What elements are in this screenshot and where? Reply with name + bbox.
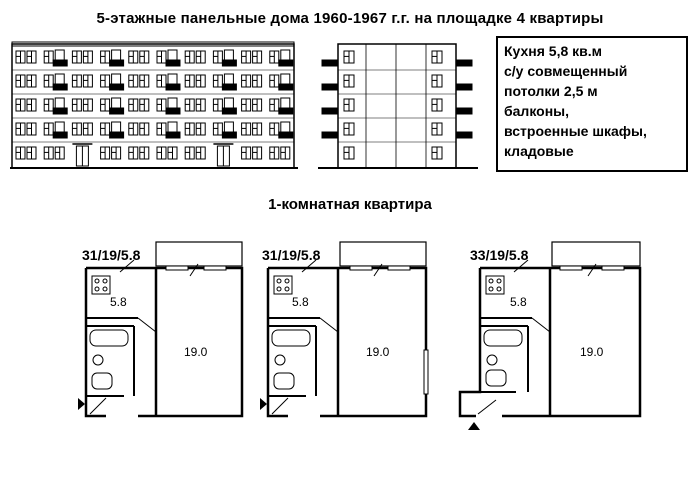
entrance-arrow	[468, 422, 480, 430]
door-swing	[319, 317, 339, 333]
balcony-rail	[455, 83, 473, 91]
balcony-rail	[52, 131, 68, 139]
window	[165, 265, 189, 271]
sink	[92, 354, 104, 366]
outer-walls	[458, 268, 482, 418]
balcony-rail	[221, 131, 237, 139]
spec-bathroom: с/у совмещенный	[504, 63, 628, 79]
entrance-arrow	[260, 398, 267, 410]
door-swing	[373, 263, 383, 277]
toilet	[273, 372, 295, 390]
balcony-rail	[165, 83, 181, 91]
room-area: 19.0	[184, 345, 208, 359]
kitchen-area: 5.8	[110, 295, 127, 309]
balcony-rail	[109, 107, 125, 115]
section-title: 1-комнатная квартира	[268, 196, 432, 213]
balcony-rail	[52, 107, 68, 115]
toilet	[91, 372, 113, 390]
door-swing	[301, 259, 317, 273]
balcony-rail	[455, 107, 473, 115]
balcony-rail	[52, 59, 68, 67]
balcony-rail	[109, 59, 125, 67]
spec-balconies: балконы,	[504, 103, 570, 119]
balcony	[339, 241, 427, 267]
balcony-rail	[109, 83, 125, 91]
bathtub	[89, 329, 129, 347]
door-swing	[119, 259, 135, 273]
spec-kitchen: Кухня 5,8 кв.м	[504, 43, 603, 59]
spec-ceilings: потолки 2,5 м	[504, 83, 598, 99]
plan-label-3: 33/19/5.8	[470, 247, 529, 263]
floor-plan-2: 31/19/5.8 5.8 19.0	[260, 241, 429, 418]
page-title: 5-этажные панельные дома 1960-1967 г.г. …	[96, 10, 604, 27]
window	[387, 265, 411, 271]
balcony-rail	[109, 131, 125, 139]
window	[559, 265, 583, 271]
balcony-rail	[278, 59, 294, 67]
balcony-rail	[278, 131, 294, 139]
toilet	[485, 369, 507, 387]
building-facade	[10, 41, 298, 169]
balcony-rail	[321, 83, 339, 91]
spec-closets: встроенные шкафы,	[504, 123, 647, 139]
stove	[485, 275, 505, 295]
specs-box: Кухня 5,8 кв.м с/у совмещенный потолки 2…	[496, 36, 688, 172]
balcony-rail	[221, 107, 237, 115]
plan-label-1: 31/19/5.8	[82, 247, 141, 263]
entrance-door	[477, 399, 497, 415]
door-swing	[587, 263, 597, 277]
balcony-rail	[321, 107, 339, 115]
side-window	[423, 349, 429, 395]
window	[601, 265, 625, 271]
balcony-rail	[321, 131, 339, 139]
balcony-rail	[221, 83, 237, 91]
plan-label-2: 31/19/5.8	[262, 247, 321, 263]
kitchen-area: 5.8	[510, 295, 527, 309]
door-swing	[513, 259, 529, 273]
balcony-rail	[278, 107, 294, 115]
room-area: 19.0	[366, 345, 390, 359]
balcony-rail	[221, 59, 237, 67]
balcony-rail	[455, 59, 473, 67]
spec-storage: кладовые	[504, 143, 574, 159]
entrance-door	[271, 397, 289, 415]
entrance-arrow	[78, 398, 85, 410]
entrance-door	[89, 397, 107, 415]
door-swing	[137, 317, 157, 333]
balcony-rail	[278, 83, 294, 91]
balcony-rail	[321, 59, 339, 67]
balcony-rail	[455, 131, 473, 139]
bathtub	[271, 329, 311, 347]
bathtub	[483, 329, 523, 347]
stove	[91, 275, 111, 295]
building-side-elevation	[318, 43, 478, 169]
door-swing	[531, 317, 551, 333]
balcony-rail	[52, 83, 68, 91]
window	[349, 265, 373, 271]
window	[203, 265, 227, 271]
balcony	[155, 241, 243, 267]
sink	[274, 354, 286, 366]
balcony-rail	[165, 107, 181, 115]
balcony-rail	[165, 131, 181, 139]
floor-plan-1: 31/19/5.8 5.8 19.0	[78, 241, 244, 418]
room-area: 19.0	[580, 345, 604, 359]
kitchen-area: 5.8	[292, 295, 309, 309]
balcony	[551, 241, 641, 267]
sink	[486, 354, 498, 366]
balcony-rail	[165, 59, 181, 67]
roof-parapet	[11, 41, 295, 47]
stove	[273, 275, 293, 295]
door-swing	[189, 263, 199, 277]
floor-plan-3: 33/19/5.8 5.8 19.0	[458, 241, 642, 430]
